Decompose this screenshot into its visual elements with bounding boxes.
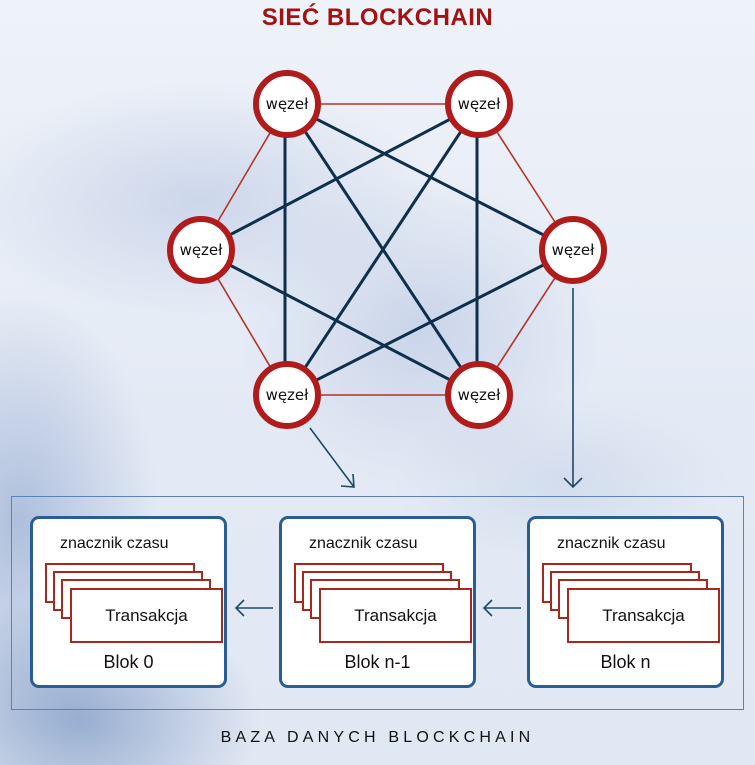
transaction-card: Transakcja bbox=[567, 588, 720, 643]
diagram-title: SIEĆ BLOCKCHAIN bbox=[261, 4, 494, 31]
transaction-stack: Transakcja bbox=[45, 563, 223, 643]
node-label: węzeł bbox=[266, 386, 310, 404]
node-circle bbox=[539, 216, 607, 284]
block-timestamp: znacznik czasu bbox=[557, 535, 666, 552]
node-top-left: węzeł bbox=[253, 70, 321, 138]
arrowhead-icon bbox=[563, 477, 583, 489]
inner-link-top-right-middle-left bbox=[200, 102, 480, 252]
node-label: węzeł bbox=[266, 95, 310, 113]
node-circle bbox=[253, 361, 321, 429]
block-name: Blok n bbox=[600, 652, 651, 672]
block-n-minus-1: znacznik czasu Transakcja Blok n-1 bbox=[279, 516, 476, 688]
node-label: węzeł bbox=[458, 386, 502, 404]
node-circle bbox=[445, 361, 513, 429]
block-0: znacznik czasu Transakcja Blok 0 bbox=[30, 516, 227, 688]
transaction-card: Transakcja bbox=[70, 588, 223, 643]
feed-arrow-bottom-left-to-block-n-1 bbox=[309, 427, 355, 488]
blockchain-database-frame bbox=[11, 496, 744, 710]
node-bottom-right: węzeł bbox=[445, 361, 513, 429]
node-circle bbox=[253, 70, 321, 138]
block-name: Blok 0 bbox=[103, 652, 154, 672]
database-label: BAZA DANYCH BLOCKCHAIN bbox=[220, 729, 535, 746]
inner-link-middle-left-bottom-right bbox=[200, 248, 480, 397]
node-label: węzeł bbox=[180, 241, 224, 259]
arrowhead-icon bbox=[340, 473, 355, 488]
node-label: węzeł bbox=[552, 241, 596, 259]
node-middle-left: węzeł bbox=[167, 216, 235, 284]
node-label: węzeł bbox=[458, 95, 502, 113]
node-top-right: węzeł bbox=[445, 70, 513, 138]
block-name: Blok n-1 bbox=[344, 652, 411, 672]
inner-link-top-right-bottom-left bbox=[285, 103, 481, 396]
transaction-stack: Transakcja bbox=[542, 563, 720, 643]
block-n: znacznik czasu Transakcja Blok n bbox=[527, 516, 724, 688]
block-timestamp: znacznik czasu bbox=[309, 535, 418, 552]
node-circle bbox=[445, 70, 513, 138]
inner-link-middle-right-bottom-left bbox=[286, 248, 574, 397]
transaction-card: Transakcja bbox=[319, 588, 472, 643]
chain-arrow-left-icon bbox=[482, 599, 521, 617]
chain-arrow-left-icon bbox=[234, 599, 273, 617]
node-bottom-left: węzeł bbox=[253, 361, 321, 429]
node-middle-right: węzeł bbox=[539, 216, 607, 284]
blockchain-network: węzeł węzeł węzeł węzeł węzeł węzeł bbox=[167, 70, 607, 489]
block-timestamp: znacznik czasu bbox=[60, 535, 169, 552]
transaction-stack: Transakcja bbox=[294, 563, 472, 643]
node-circle bbox=[167, 216, 235, 284]
